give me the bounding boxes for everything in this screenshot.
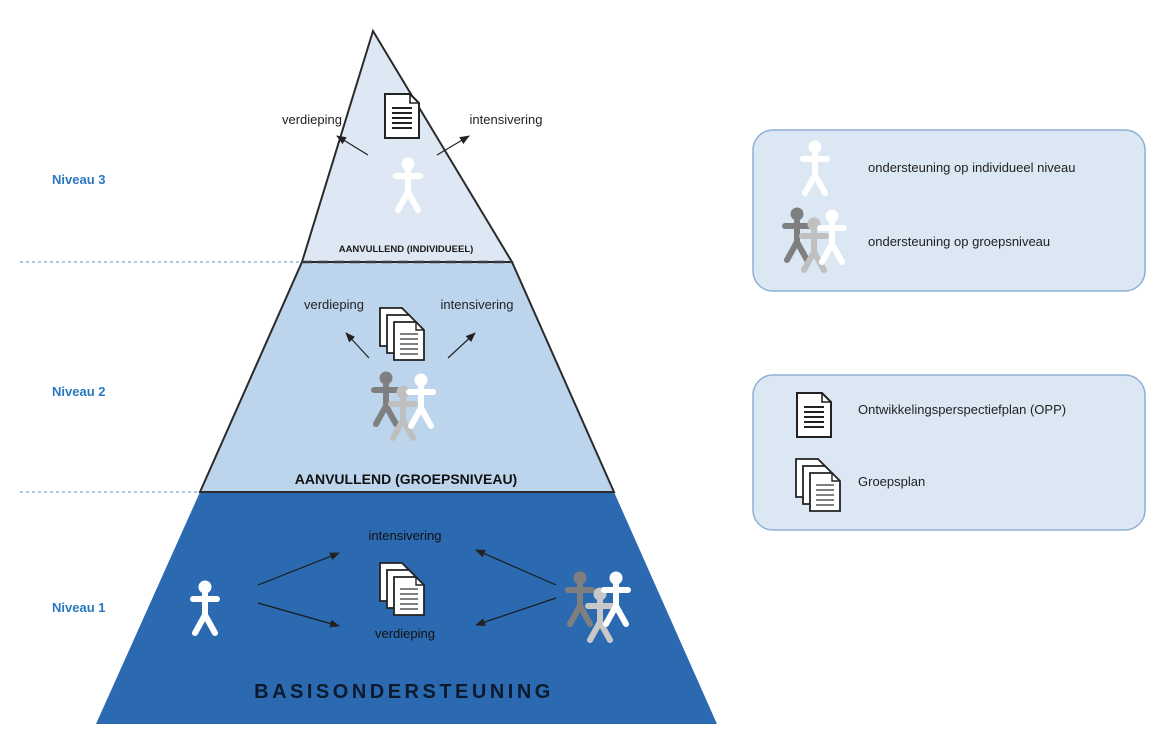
- base-band-label: BASISONDERSTEUNING: [254, 681, 554, 703]
- middle-right-arrow: [447, 332, 476, 359]
- legend-groepsplan-label: Groepsplan: [858, 474, 925, 489]
- middle-left-arrow: [345, 332, 370, 359]
- base-arrow-individual-down: [257, 602, 340, 628]
- level-3-label: Niveau 3: [52, 172, 105, 187]
- level-1-label: Niveau 1: [52, 600, 105, 615]
- legend-group-label: ondersteuning op groepsniveau: [868, 234, 1050, 249]
- top-right-arrow: [436, 135, 470, 156]
- pyramid-top-tier: [300, 28, 514, 263]
- pyramid-middle-tier: [198, 261, 616, 493]
- level-2-label: Niveau 2: [52, 384, 105, 399]
- top-document-icon: [384, 93, 420, 139]
- top-left-arrow-label: verdieping: [282, 112, 342, 127]
- top-right-arrow-label: intensivering: [470, 112, 543, 127]
- base-upper-label: intensivering: [369, 528, 442, 543]
- legend-documents-box: [752, 374, 1146, 531]
- middle-left-arrow-label: verdieping: [304, 297, 364, 312]
- legend-people-box: [752, 129, 1146, 292]
- legend-opp-label: Ontwikkelingsperspectiefplan (OPP): [858, 402, 1066, 417]
- top-band-label: AANVULLEND (INDIVIDUEEL): [339, 244, 474, 255]
- middle-band-label: AANVULLEND (GROEPSNIVEAU): [295, 471, 517, 487]
- base-lower-label: verdieping: [375, 626, 435, 641]
- legend-opp-document-icon: [796, 392, 832, 438]
- base-arrow-individual-up: [257, 552, 340, 586]
- top-left-arrow: [336, 135, 369, 156]
- base-arrow-group-up: [475, 549, 557, 586]
- base-arrow-group-down: [475, 597, 557, 626]
- legend-individual-label: ondersteuning op individueel niveau: [868, 160, 1075, 175]
- middle-right-arrow-label: intensivering: [441, 297, 514, 312]
